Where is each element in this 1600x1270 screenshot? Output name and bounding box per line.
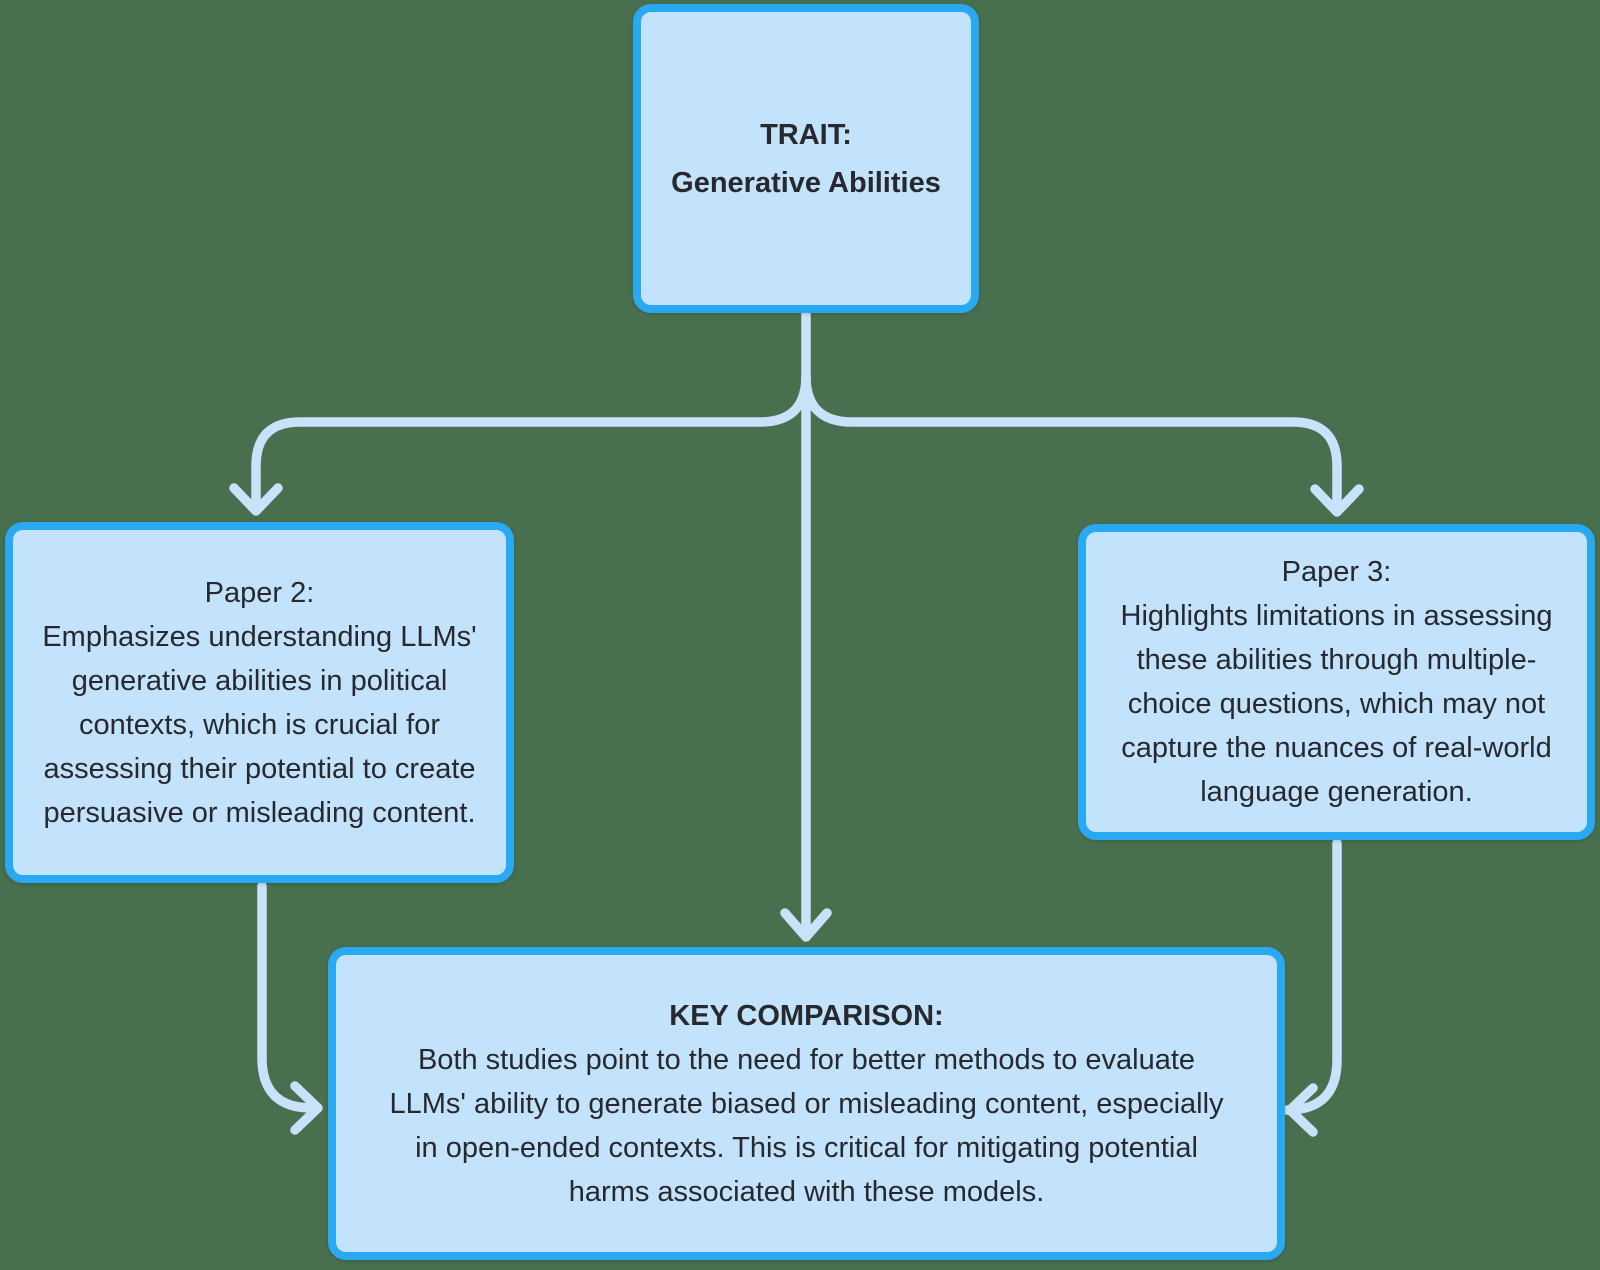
node-key-comparison-body: Both studies point to the need for bette… (389, 1043, 1224, 1208)
node-key-comparison: KEY COMPARISON: Both studies point to th… (328, 947, 1285, 1260)
node-trait: TRAIT: Generative Abilities (633, 4, 979, 313)
arrow-paper2-to-comparison (257, 881, 323, 1135)
node-paper3: Paper 3: Highlights limitations in asses… (1078, 524, 1595, 840)
arrow-trait-to-paper2 (229, 371, 811, 516)
node-paper2: Paper 2: Emphasizes understanding LLMs' … (5, 522, 514, 883)
node-trait-label: TRAIT: Generative Abilities (671, 118, 941, 199)
arrow-trait-to-paper3 (801, 371, 1364, 517)
node-paper3-label: Paper 3: Highlights limitations in asses… (1120, 556, 1553, 808)
node-paper2-label: Paper 2: Emphasizes understanding LLMs' … (42, 576, 477, 829)
node-key-comparison-title: KEY COMPARISON: (669, 999, 944, 1032)
arrow-paper3-to-comparison (1282, 838, 1342, 1137)
arrow-trait-to-comparison (780, 309, 832, 942)
